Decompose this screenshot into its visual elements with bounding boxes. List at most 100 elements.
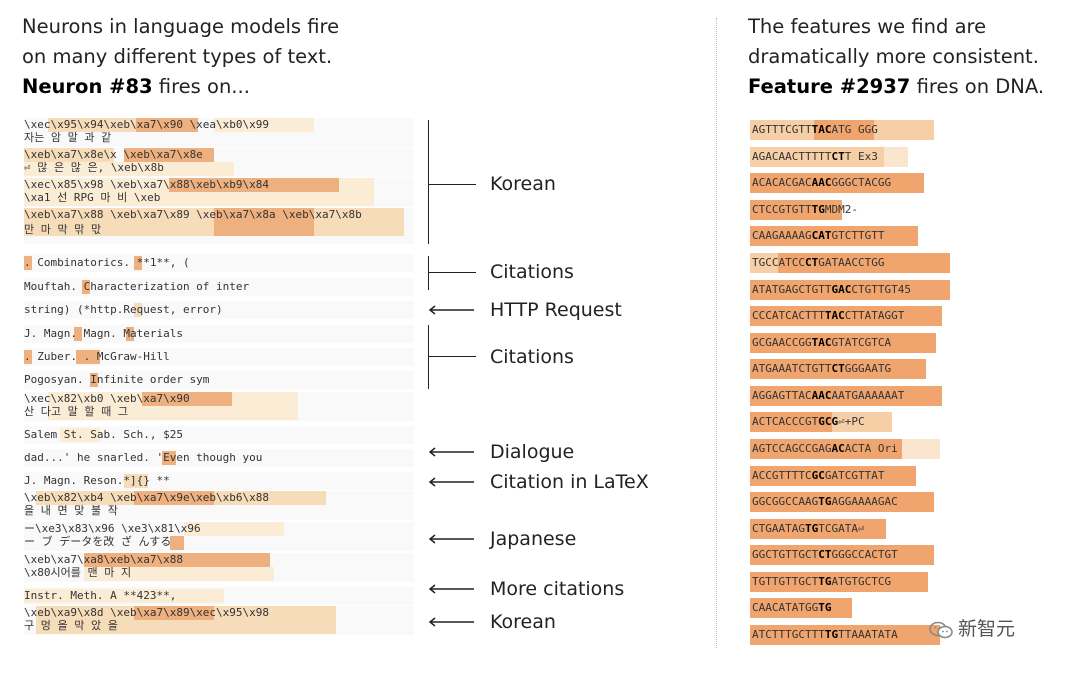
token-line: \xec\x85\x98 \xeb\xa7\x88\xeb\xb9\x84 [24,178,270,191]
neuron-id: Neuron #83 [22,75,153,98]
neuron-rest: fires on... [152,75,250,98]
highlight [750,173,924,193]
highlight [900,120,934,140]
label-citations: Citations [490,346,574,368]
neuron-row: Salem St. Sab. Sch., $25 [24,426,414,444]
neuron-row: string) (*http.Request, error) [24,301,414,319]
highlight [134,303,142,317]
token-line: \xeb\xa7\x88 \xeb\xa7\x89 \xeb\xa7\x8a \… [24,208,362,221]
token-line: ー\xe3\x83\x96 \xe3\x81\x96 [24,522,201,535]
right-heading: The features we find are dramatically mo… [748,12,1044,102]
bracket-citations [428,325,429,389]
token-line: string) (*http.Request, error) [24,303,223,316]
feature-rest: fires on DNA. [910,75,1045,98]
token-line: dad...' he snarled. 'Even though you [24,451,263,464]
highlight [884,147,908,167]
highlight [750,147,884,167]
neuron-row: J. Magn. Magn. Materials [24,325,414,343]
token-line: \xeb\x82\xb4 \xeb\xa7\x9e\xeb\xb6\x88 [24,491,270,504]
neuron-row: Mouftah. Characterization of inter [24,278,414,296]
neuron-row: . Combinatorics. **1**, ( [24,254,414,272]
highlight [124,148,214,162]
token-line: Salem St. Sab. Sch., $25 [24,428,183,441]
feature-text: CCCATCACTTTTACCTTATAGGT [752,309,905,322]
highlight [126,327,134,341]
highlight [750,439,902,459]
neuron-row: \xec\x82\xb0 \xeb\xa7\x90 산 다고 말 할 때 그 [24,392,414,421]
right-heading-line3: Feature #2937 fires on DNA. [748,72,1044,102]
token-line: \x80시어를 맨 마 지 [24,566,132,579]
token-line: 만 마 막 맊 맋 [24,223,102,236]
label-dialogue: Dialogue [490,441,575,463]
highlight [750,625,940,645]
highlight [124,474,148,488]
highlight [750,306,942,326]
highlight [214,208,314,236]
neuron-row: . Zuber. . McGraw-Hill [24,348,414,366]
token-line: \xeb\xa7\x8e\x \xeb\xa7\x8e [24,148,203,161]
connector-line [428,184,476,185]
connector-line [428,272,476,273]
highlight [82,280,90,294]
highlight [750,200,842,220]
feature-text: AGTTTCGTTTACATG GGG [752,123,878,136]
highlight [24,589,224,603]
left-heading-line2: on many different types of text. [22,45,333,68]
highlight [750,519,886,539]
highlight [134,256,142,270]
token-line: \xeb\xa9\x8d \xeb\xa7\x89\xec\x95\x98 [24,606,270,619]
token-line: \xa1 선 RPG 마 비 \xeb [24,191,161,204]
highlight [750,226,918,246]
feature-text: ACCGTTTTCGCGATCGTTAT [752,469,885,482]
neuron-row: \xeb\xa7\x8e\x \xeb\xa7\x8e ⏎ 많 은 많 은, \… [24,148,414,177]
highlight [814,120,874,140]
highlight [750,545,934,565]
token-line: ー ブ データを改 ざ んする [24,535,172,548]
highlight [74,327,82,341]
connector-line [428,356,476,357]
highlight [90,373,98,387]
feature-text: ACACACGACAACGGGCTACGG [752,176,892,189]
token-line: . Zuber. . McGraw-Hill [24,350,170,363]
highlight [750,466,916,486]
highlight [214,118,314,132]
feature-text: GGCGGCCAAGTGAGGAAAAGAC [752,495,898,508]
neuron-row: J. Magn. Reson.*]{} ** [24,472,414,490]
feature-text: AGGAGTTACAACAATGAAAAAAT [752,389,905,402]
token-line: 구 멍 을 막 았 을 [24,619,118,632]
label-more-citations: More citations [490,578,625,600]
highlight [169,178,339,192]
feature-text: GCGAACCGGTACGTATCGTCA [752,336,892,349]
neuron-row: \xeb\xa9\x8d \xeb\xa7\x89\xec\x95\x98 구 … [24,606,414,635]
highlight [750,280,950,300]
token-line: Mouftah. Characterization of inter [24,280,250,293]
left-heading-line1: Neurons in language models fire [22,15,340,38]
highlight [170,536,184,550]
highlight [750,598,852,618]
feature-text: AGTCCAGCCGAGACACTA Ori [752,442,898,455]
highlight [832,412,892,432]
right-heading-line2: dramatically more consistent. [748,45,1039,68]
label-japanese: Japanese [490,528,577,550]
token-line: \xeb\xa7\xa8\xeb\xa7\x88 [24,553,183,566]
token-line: \xec\x95\x94\xeb\xa7\x90 \xea\xb0\x99 [24,118,270,131]
token-line: . Combinatorics. **1**, ( [24,256,190,269]
arrow-left-icon [428,534,474,544]
token-line: 자는 암 말 과 같 [24,131,112,144]
feature-text: CTGAATAGTGTCGATA⏎ [752,522,865,535]
highlight [24,162,234,176]
highlight [84,553,270,567]
highlight [750,359,926,379]
label-http-request: HTTP Request [490,299,622,321]
neuron-row: \xeb\x82\xb4 \xeb\xa7\x9e\xeb\xb6\x88 을 … [24,491,414,520]
token-line: \xec\x82\xb0 \xeb\xa7\x90 [24,392,190,405]
highlight [778,253,950,273]
label-citation-latex: Citation in LaTeX [490,471,649,493]
highlight [750,412,832,432]
highlight [134,491,214,505]
feature-text: GGCTGTTGCTCTGGGCCACTGT [752,548,898,561]
highlight [142,392,232,406]
feature-text: CAAGAAAAGCATGTCTTGTT [752,229,885,242]
feature-text: TGCCATCCCTGATAACCTGG [752,256,885,269]
label-citations: Citations [490,261,574,283]
